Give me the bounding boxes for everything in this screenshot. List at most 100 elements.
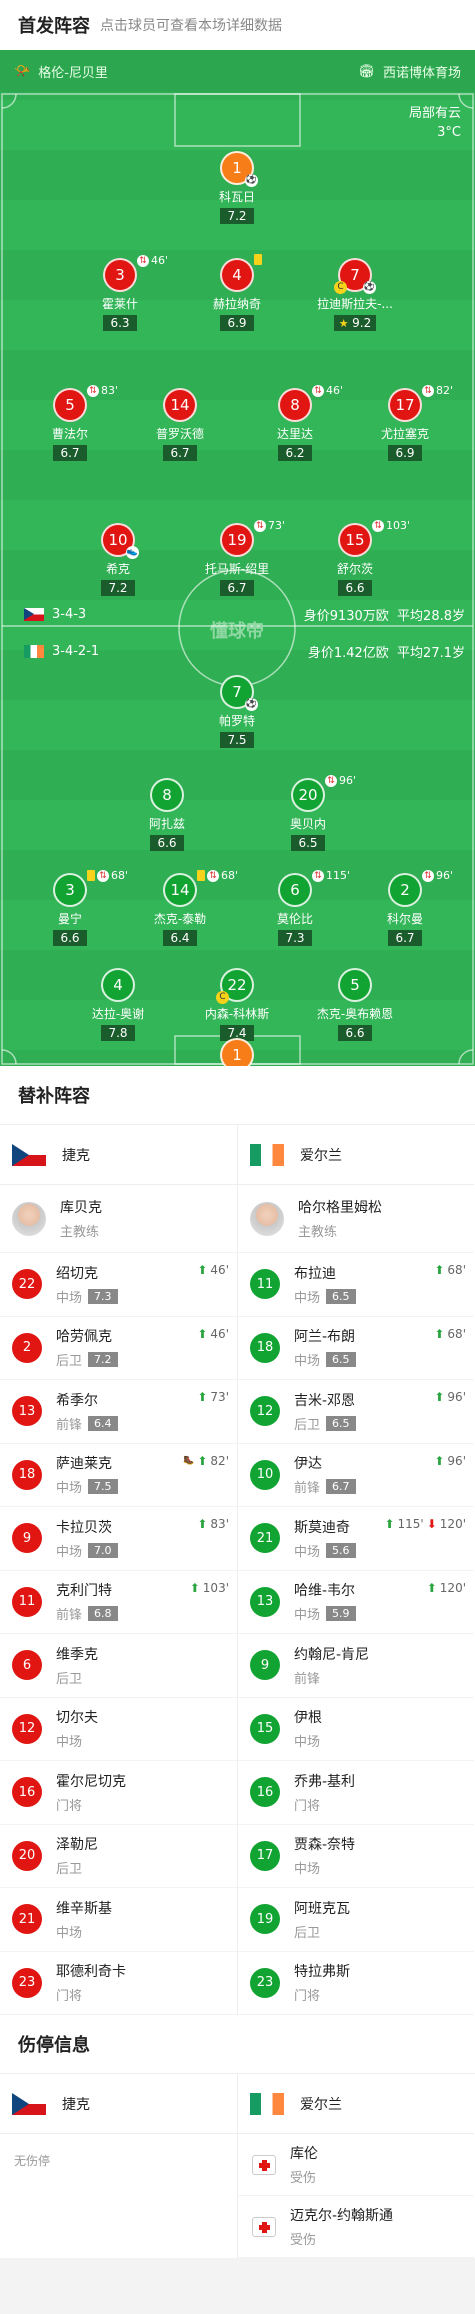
captain-badge-icon: C — [334, 281, 347, 294]
player-number-text: 8 — [162, 786, 172, 804]
sub-in-icon: ⬆ — [384, 1517, 395, 1531]
sub-player-number: 6 — [12, 1650, 42, 1681]
player-number-text: 10 — [108, 531, 128, 549]
player-rating: 6.7 — [220, 580, 254, 596]
sub-out-icon: ⇅ — [422, 384, 434, 397]
sub-in-icon: ⬆ — [197, 1263, 208, 1277]
injury-row[interactable]: 库伦受伤 — [238, 2134, 474, 2196]
sub-in-icon: ⬆ — [426, 1580, 437, 1595]
player-name: 达拉-奥谢 — [91, 1007, 145, 1021]
sub-player-position: 中场 — [294, 1544, 321, 1560]
player-rating: 7.4 — [220, 1025, 254, 1041]
player-number: 19 — [220, 523, 254, 557]
player-rating-value: 6.7 — [60, 446, 80, 460]
sub-in-icon: ⬆ — [434, 1263, 445, 1277]
injury-row[interactable]: 迈克尔-约翰斯通受伤 — [238, 2196, 474, 2258]
player-rating: 7.2 — [220, 208, 254, 224]
pitch: 📯格伦-尼贝里 🏟西诺博体育场 局部有云 3°C 懂球帝 3-4-3 身价913… — [0, 50, 475, 1066]
player-rating-value: 6.4 — [170, 931, 190, 945]
away-injury-column: 爱尔兰 库伦受伤迈克尔-约翰斯通受伤 — [237, 2074, 474, 2258]
sub-events: ⬆68' — [434, 1263, 466, 1277]
sub-events: ⬆68' — [434, 1327, 466, 1341]
sub-in-icon: ⬆ — [197, 1390, 208, 1404]
player-number-text: 15 — [345, 531, 365, 549]
player-rating: 6.7 — [388, 930, 422, 946]
sub-out-icon: ⬇ — [426, 1517, 437, 1531]
injury-section: 捷克 无伤停 爱尔兰 库伦受伤迈克尔-约翰斯通受伤 — [0, 2073, 475, 2258]
player-number: 8 — [278, 388, 312, 422]
sub-player-name: 泽勒尼 — [56, 1837, 98, 1854]
away-coach[interactable]: 哈尔格里姆松主教练 — [238, 1185, 474, 1253]
home-coach[interactable]: 库贝克主教练 — [0, 1185, 237, 1253]
section-subtitle: 点击球员可查看本场详细数据 — [100, 18, 282, 34]
home-value: 身价9130万欧 — [303, 609, 389, 624]
sub-player-number: 13 — [12, 1396, 42, 1427]
sub-events: ⬆46' — [197, 1263, 229, 1277]
sub-player-name: 维辛斯基 — [56, 1900, 112, 1917]
sub-player-name: 阿兰-布朗 — [294, 1329, 356, 1346]
player-rating: 6.6 — [53, 930, 87, 946]
sub-player-number: 12 — [12, 1713, 42, 1744]
sub-player-rating: 7.2 — [88, 1352, 118, 1368]
away-formation: 3-4-2-1 — [52, 644, 100, 659]
sub-player-number: 11 — [250, 1269, 280, 1300]
player-number: 8 — [150, 778, 184, 812]
sub-out-icon: ⇅ — [312, 869, 324, 882]
away-player[interactable]: 1凯莱赫6.4 — [182, 1038, 292, 1066]
sub-player-position: 后卫 — [56, 1354, 83, 1370]
player-number: 14 — [163, 873, 197, 907]
venue-bar: 📯格伦-尼贝里 🏟西诺博体育场 — [0, 50, 475, 92]
sub-player-rating: 7.5 — [88, 1479, 118, 1495]
home-team-name: 捷克 — [62, 1147, 90, 1164]
sub-in-time: 96' — [447, 1453, 466, 1468]
